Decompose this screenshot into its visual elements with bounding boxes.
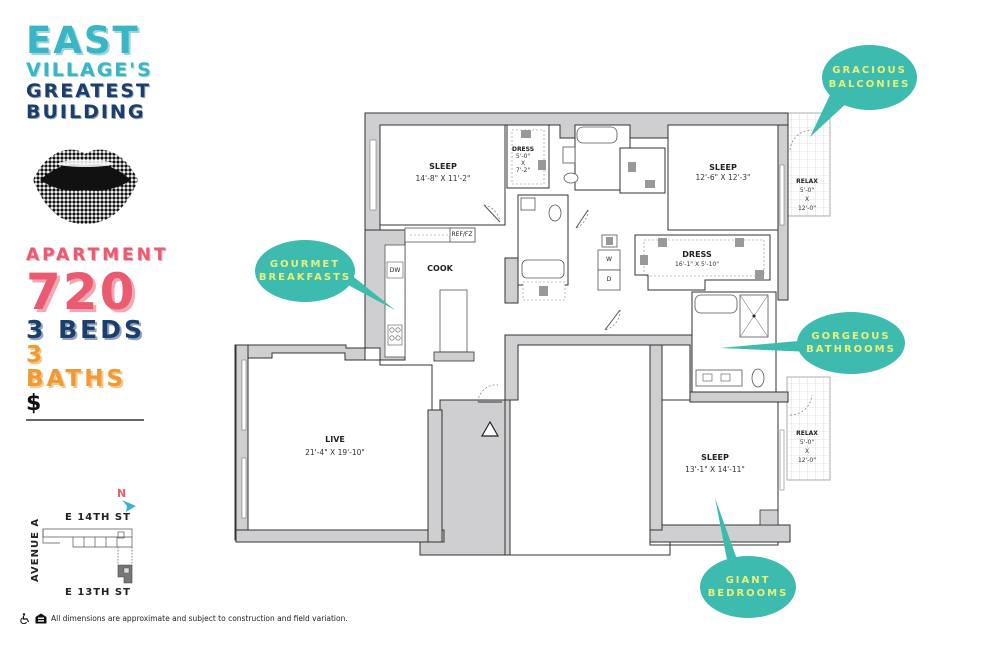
room-live-dims: 21'-4" X 19'-10"	[305, 448, 365, 457]
callout-bathrooms-line1: GORGEOUS	[811, 330, 891, 342]
disclaimer-footer: All dimensions are approximate and subje…	[20, 613, 348, 624]
slogan-line-building: BUILDING	[26, 101, 146, 123]
beds-count: 3 BEDS	[26, 315, 145, 344]
callout-breakfasts-line1: GOURMET	[269, 258, 341, 270]
baths-count: 3 BATHS	[26, 342, 127, 393]
callout-balconies-line2: BALCONIES	[828, 78, 911, 90]
halftone-mouth-icon	[33, 149, 138, 224]
room-relax-2-dims-x: X	[804, 448, 810, 455]
callout-bedrooms-line1: GIANT	[725, 574, 771, 586]
north-arrow-icon	[122, 500, 136, 512]
callout-gourmet-breakfasts: GOURMET BREAKFASTS	[255, 240, 355, 302]
callout-giant-bedrooms: GIANT BEDROOMS	[700, 556, 796, 618]
dishwasher-label: DW	[389, 267, 401, 274]
divider	[26, 418, 144, 421]
callout-bedrooms-line2: BEDROOMS	[707, 588, 789, 599]
apartment-number: 720	[26, 263, 137, 321]
balcony-lower	[786, 376, 831, 481]
room-dress-2-label: DRESS	[682, 250, 712, 259]
wheelchair-accessible-icon	[20, 613, 30, 624]
room-relax-1-dims-2: 12'-0"	[797, 205, 817, 212]
room-live-label: LIVE	[325, 435, 345, 444]
room-dress-2-dims: 16'-1" X 5'-10"	[675, 261, 719, 268]
room-dress-1-label: DRESS	[511, 146, 535, 153]
room-cook-label: COOK	[427, 264, 453, 273]
slogan-line-east: EAST	[26, 19, 140, 62]
room-sleep-1-dims: 14'-8" X 11'-2"	[415, 174, 471, 183]
room-sleep-3-dims: 13'-1" X 14'-11"	[685, 465, 745, 474]
room-sleep-3	[661, 399, 779, 526]
entry-marker-icon	[480, 420, 500, 437]
callout-breakfasts-line2: BREAKFASTS	[258, 272, 352, 283]
refrigerator-label: REF/FZ	[451, 231, 473, 238]
apartment-summary: APARTMENT 720 3 BEDS 3 BATHS $	[26, 245, 169, 421]
room-relax-1-dims-x: X	[804, 196, 810, 203]
room-relax-2-dims-1: 5'-0"	[799, 439, 815, 446]
room-dress-1-dims-1: 5'-0"	[515, 153, 531, 160]
room-sleep-1-label: SLEEP	[429, 162, 457, 171]
apartment-label: APARTMENT	[26, 245, 169, 265]
room-sleep-1	[379, 124, 506, 226]
room-sleep-2	[667, 124, 779, 231]
room-sleep-2-dims: 12'-6" X 12'-3"	[695, 173, 751, 182]
room-dress-1-dims-2: 7'-2"	[515, 167, 531, 174]
callout-bathrooms-line2: BATHROOMS	[806, 344, 896, 355]
room-dress-1-dims-x: X	[520, 160, 526, 167]
room-relax-1-label: RELAX	[796, 178, 818, 185]
room-relax-1-dims-1: 5'-0"	[799, 187, 815, 194]
room-relax-2-label: RELAX	[796, 430, 818, 437]
street-e14th: E 14TH ST	[65, 512, 131, 523]
room-sleep-3-label: SLEEP	[701, 453, 729, 462]
slogan-line-greatest: GREATEST	[26, 80, 152, 102]
dryer	[597, 269, 621, 291]
callout-gorgeous-bathrooms: GORGEOUS BATHROOMS	[797, 312, 905, 374]
dryer-label: D	[606, 276, 612, 283]
room-relax-2-dims-2: 12'-0"	[797, 457, 817, 464]
equal-housing-icon	[35, 613, 47, 624]
callout-balconies-line1: GRACIOUS	[832, 65, 907, 76]
callout-gracious-balconies: GRACIOUS BALCONIES	[822, 45, 917, 110]
slogan-line-village: VILLAGE'S	[26, 59, 153, 81]
price: $	[26, 390, 42, 416]
room-sleep-2-label: SLEEP	[709, 163, 737, 172]
street-e13th: E 13TH ST	[65, 587, 131, 598]
disclaimer-text: All dimensions are approximate and subje…	[51, 614, 348, 623]
refrigerator	[449, 227, 476, 243]
dishwasher	[386, 261, 404, 279]
cooktop	[387, 324, 403, 346]
washer-label: W	[606, 256, 612, 263]
keyplan-diagram	[42, 528, 133, 584]
north-label: N	[117, 487, 127, 500]
room-dress-2	[634, 234, 771, 291]
kitchen-island	[439, 289, 468, 353]
building-slogan: EAST VILLAGE'S GREATEST BUILDING	[26, 19, 153, 123]
